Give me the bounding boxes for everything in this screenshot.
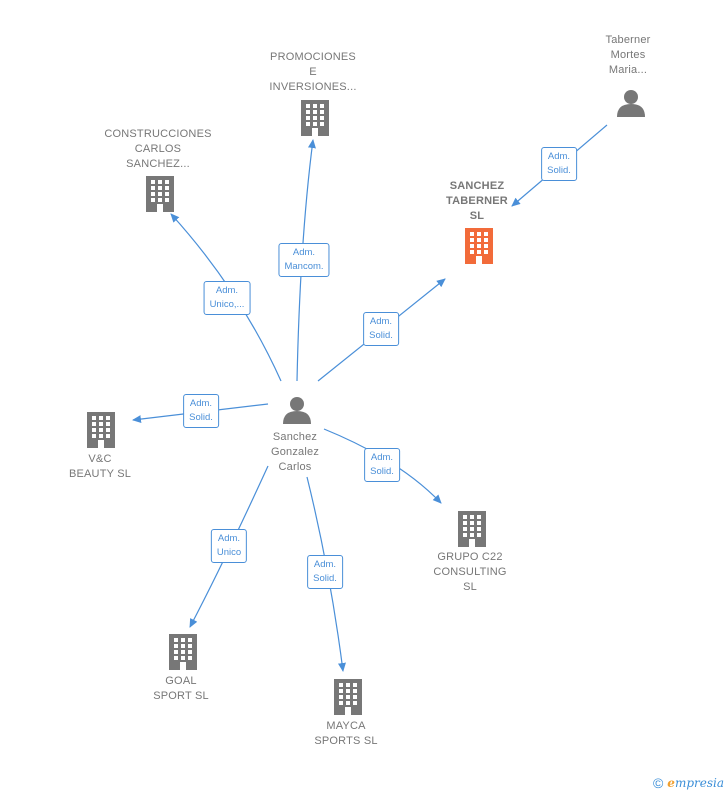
- node-label-sanchez-gonzalez-carlos[interactable]: Sanchez Gonzalez Carlos: [270, 431, 320, 473]
- copyright-icon: ©: [652, 775, 664, 791]
- person-icon[interactable]: [283, 397, 311, 424]
- footer: © empresia: [653, 775, 724, 791]
- node-label-vc-beauty-sl[interactable]: V&C BEAUTY SL: [68, 453, 132, 480]
- edge-label-construcciones-carlos-sanchez[interactable]: Adm. Unico,...: [203, 281, 251, 315]
- building-icon[interactable]: [458, 511, 486, 547]
- building-icon[interactable]: [169, 634, 197, 670]
- building-icon[interactable]: [146, 176, 174, 212]
- node-label-sanchez-taberner-sl[interactable]: SANCHEZ TABERNER SL: [446, 180, 508, 222]
- node-label-grupo-c22-consulting-sl[interactable]: GRUPO C22 CONSULTING SL: [433, 551, 507, 593]
- node-label-promociones-inversiones[interactable]: PROMOCIONES E INVERSIONES...: [269, 51, 357, 93]
- edge-label-sanchez-taberner-sl[interactable]: Adm. Solid.: [541, 147, 577, 181]
- edge-label-mayca-sports-sl[interactable]: Adm. Solid.: [307, 555, 343, 589]
- building-icon[interactable]: [87, 412, 115, 448]
- edge-label-goal-sport-sl[interactable]: Adm. Unico: [210, 529, 248, 563]
- brand-initial: e: [667, 776, 675, 790]
- person-icon[interactable]: [617, 90, 645, 117]
- node-label-mayca-sports-sl[interactable]: MAYCA SPORTS SL: [314, 720, 378, 747]
- icons-layer: [87, 90, 645, 715]
- edge-label-vc-beauty-sl[interactable]: Adm. Solid.: [183, 394, 219, 428]
- node-label-goal-sport-sl[interactable]: GOAL SPORT SL: [153, 675, 209, 702]
- edge-label-grupo-c22-consulting-sl[interactable]: Adm. Solid.: [364, 448, 400, 482]
- building-icon[interactable]: [301, 100, 329, 136]
- node-label-taberner-mortes-maria[interactable]: Taberner Mortes Maria...: [605, 34, 651, 76]
- building-icon[interactable]: [334, 679, 362, 715]
- edge-label-promociones-inversiones[interactable]: Adm. Mancom.: [278, 243, 330, 277]
- building-icon[interactable]: [465, 228, 493, 264]
- brand-name: mpresia: [674, 776, 724, 790]
- node-label-construcciones-carlos-sanchez[interactable]: CONSTRUCCIONES CARLOS SANCHEZ...: [104, 128, 212, 170]
- edge-label-sanchez-taberner-sl[interactable]: Adm. Solid.: [363, 312, 399, 346]
- brand-logo[interactable]: empresia: [667, 776, 724, 790]
